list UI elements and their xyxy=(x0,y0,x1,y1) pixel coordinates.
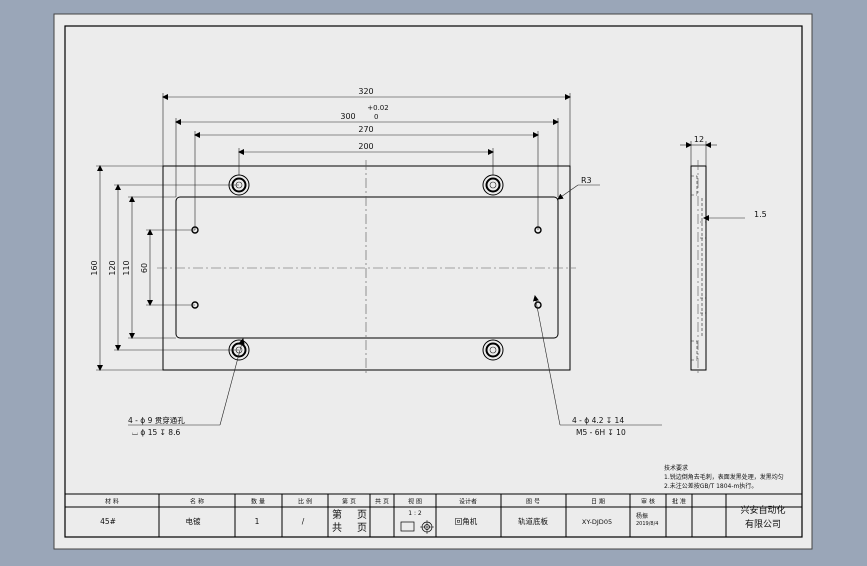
notes-line1: 1.锐边倒角去毛刺，表面发黑处理，发黑均匀 xyxy=(664,473,784,481)
dim-height-120: 120 xyxy=(108,260,117,275)
callout-tap-line1: 4 - ϕ 4.2 ↧ 14 xyxy=(572,416,624,425)
cell-date-line2: 2019/8/4 xyxy=(636,521,658,527)
header-drawing-no: 图 号 xyxy=(526,499,540,506)
projection-symbol-cone xyxy=(400,521,415,532)
radius-leader: R3 xyxy=(557,176,600,200)
notes-line2: 2.未注公差按GB/T 1804-m执行。 xyxy=(664,482,757,490)
cell-view-ratio: 1 : 2 xyxy=(408,510,422,517)
cell-page-unit: 页 xyxy=(357,509,367,521)
counterbore-callout: 4 - ϕ 9 贯穿通孔 ⌴ ϕ 15 ↧ 8.6 xyxy=(128,338,245,437)
callout-tap-line2: M5 - 6H ↧ 10 xyxy=(576,428,626,437)
header-name: 名 称 xyxy=(190,498,204,506)
cell-page-total: 共 xyxy=(332,522,342,534)
technical-notes: 技术要求 1.锐边倒角去毛刺，表面发黑处理，发黑均匀 2.未注公差按GB/T 1… xyxy=(664,464,784,490)
cell-quantity: 1 xyxy=(255,517,260,526)
side-outline xyxy=(690,165,707,371)
cell-company-line1: 兴安自动化 xyxy=(740,504,785,516)
cell-drawing-no: XY-DJD05 xyxy=(582,518,612,526)
cell-designer: 回角机 xyxy=(455,516,478,526)
cell-name: 电镀 xyxy=(186,516,201,526)
header-total: 共 页 xyxy=(375,498,389,506)
header-review: 审 核 xyxy=(641,498,655,506)
header-view: 视 图 xyxy=(408,498,422,506)
cell-date-line1: 杨振 xyxy=(636,512,648,520)
cell-part-name: 轨道底板 xyxy=(518,516,548,526)
cell-scale: / xyxy=(302,517,305,526)
dim-overall-length: 320 xyxy=(358,87,373,96)
inner-recess-outline xyxy=(175,196,559,339)
dim-recess-depth: 1.5 xyxy=(754,210,767,219)
tapped-hole xyxy=(534,301,542,309)
title-block: 材 料 名 称 数 量 比 例 第 页 共 页 视 图 设计者 图 号 日 期 … xyxy=(64,493,803,538)
tapped-callout: 4 - ϕ 4.2 ↧ 14 M5 - 6H ↧ 10 xyxy=(533,295,662,437)
dim-hole-span-mid: 270 xyxy=(358,125,373,134)
cell-page-ordinal: 第 xyxy=(332,508,342,521)
projection-symbol-circle xyxy=(420,520,434,534)
dim-hole-span-outer: 300 xyxy=(340,112,355,121)
paper xyxy=(53,13,813,550)
dim-tolerance-lower: 0 xyxy=(374,113,378,121)
callout-cbore-line1: 4 - ϕ 9 贯穿通孔 xyxy=(128,415,185,425)
notes-title: 技术要求 xyxy=(664,464,688,472)
cell-company-line2: 有限公司 xyxy=(745,518,781,530)
dim-thickness: 12 xyxy=(694,135,704,144)
cell-page-total-unit: 页 xyxy=(357,522,367,534)
vertical-dimensions: 160 120 110 60 xyxy=(90,165,239,371)
dim-radius: R3 xyxy=(581,176,592,185)
header-quantity: 数 量 xyxy=(251,498,265,506)
header-designer: 设计者 xyxy=(459,498,477,506)
header-page: 第 页 xyxy=(342,498,356,506)
header-material: 材 料 xyxy=(105,498,119,506)
header-scale: 比 例 xyxy=(298,498,312,506)
horizontal-dimensions: 320 300 +0.02 0 270 200 xyxy=(162,87,571,230)
dim-height-110: 110 xyxy=(122,260,131,275)
dim-overall-height: 160 xyxy=(90,260,99,275)
dim-height-60: 60 xyxy=(140,263,149,273)
callout-cbore-line2: ⌴ ϕ 15 ↧ 8.6 xyxy=(132,428,180,437)
header-date: 日 期 xyxy=(591,498,605,506)
header-approve: 批 准 xyxy=(672,498,686,506)
cell-material: 45# xyxy=(100,517,116,526)
dim-tolerance-upper: +0.02 xyxy=(367,104,388,112)
dim-hole-span-inner: 200 xyxy=(358,142,373,151)
side-view: 12 1.5 xyxy=(680,135,767,376)
counterbore-hole xyxy=(482,339,504,361)
